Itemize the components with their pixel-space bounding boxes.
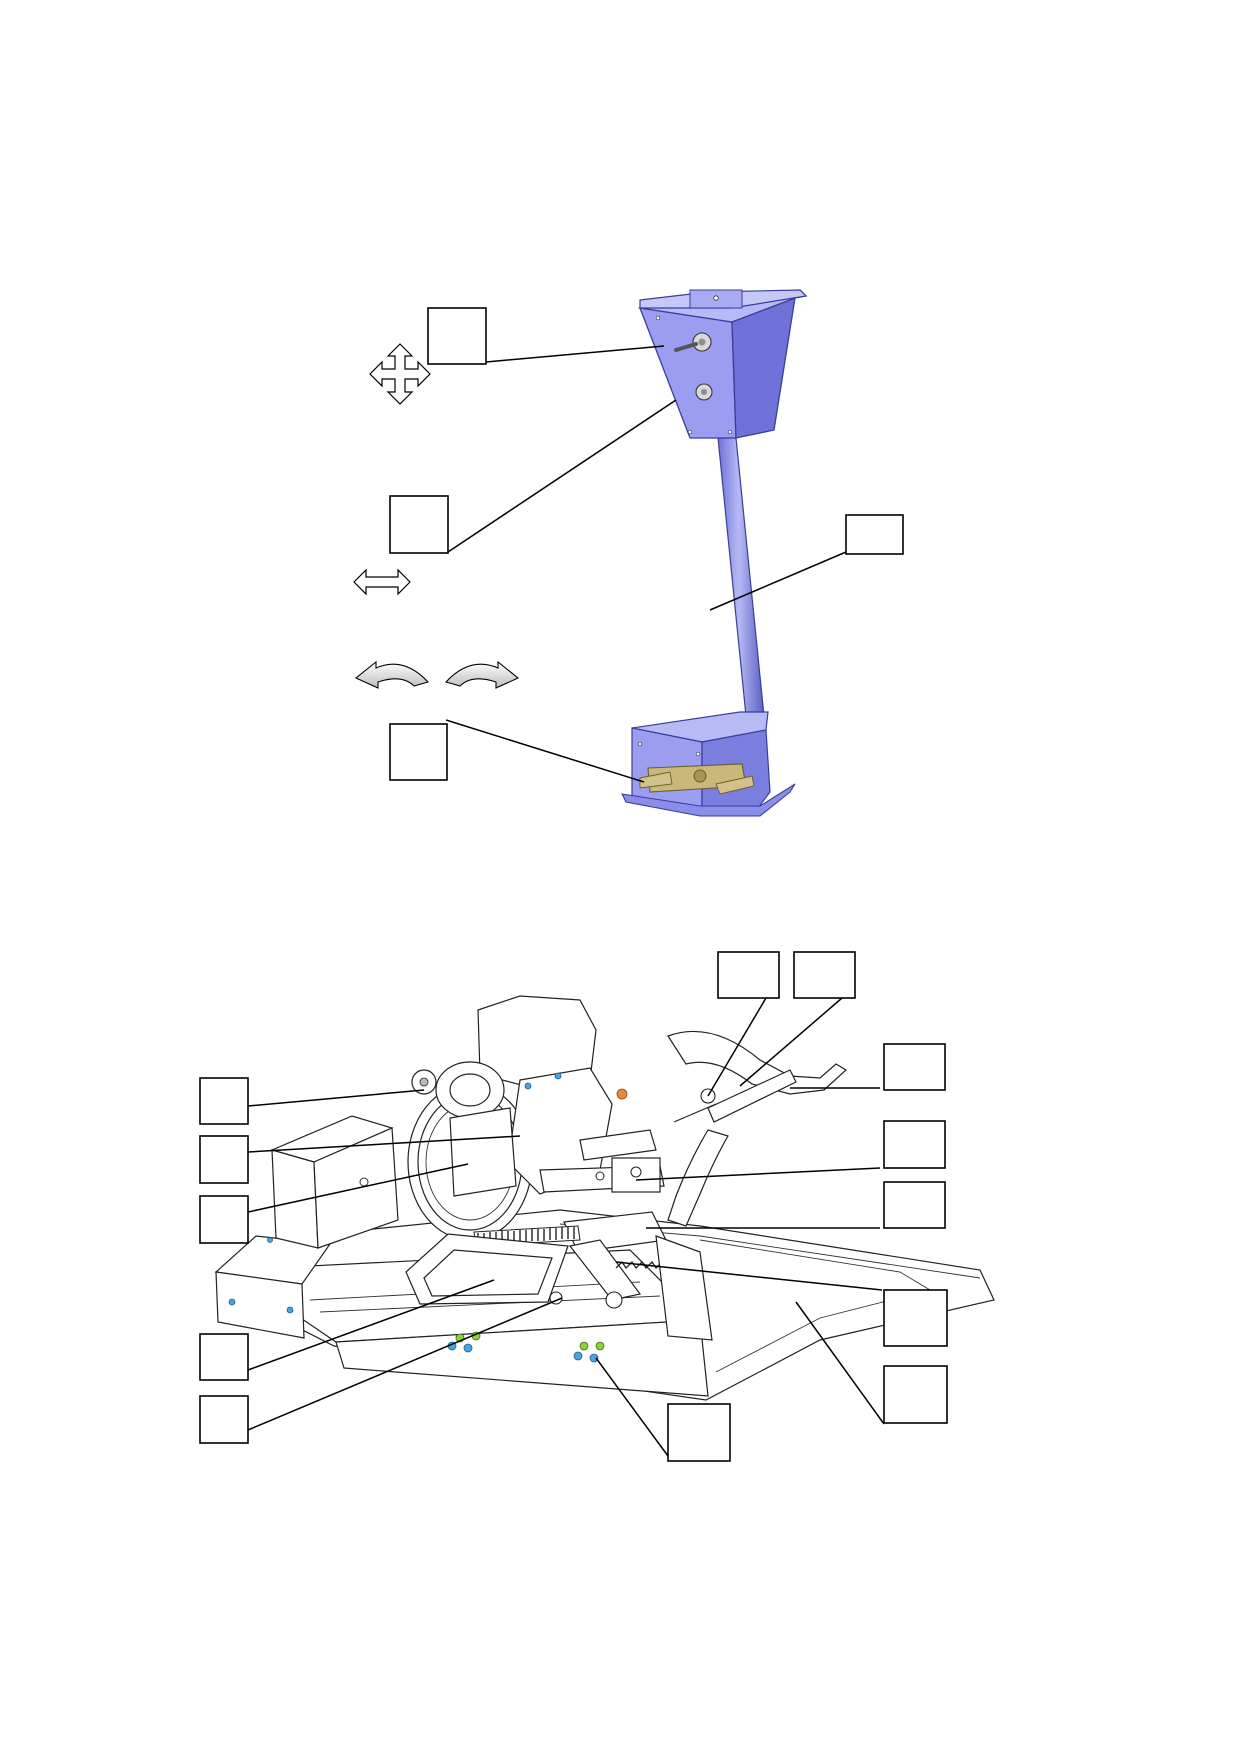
leader-top-3 <box>709 551 847 611</box>
base-screw-2 <box>695 751 701 757</box>
adjust-knob-center <box>419 1077 429 1087</box>
stand-head-box <box>637 289 808 439</box>
front-rail-groove-2 <box>319 1295 661 1313</box>
arm-link-upper <box>579 1129 657 1161</box>
arm-bolt-2 <box>595 1171 605 1181</box>
curved-handle <box>667 1030 848 1095</box>
callout-box-top-4 <box>389 723 448 781</box>
callout-box-bot-12 <box>883 1365 948 1424</box>
callout-box-bot-6 <box>717 951 780 999</box>
machine-figure <box>199 951 995 1462</box>
callout-box-bot-11 <box>883 1289 948 1347</box>
hose-tube <box>667 1129 729 1227</box>
carriage-column <box>568 1239 642 1301</box>
callout-box-bot-1 <box>199 1077 249 1125</box>
clamp-bolt <box>693 769 707 783</box>
motor-bolt <box>359 1177 369 1187</box>
lower-knob-center <box>701 389 707 395</box>
rotate-right-arrow-icon <box>444 660 520 689</box>
leader-bot-2 <box>247 1135 521 1153</box>
upper-knob-stem <box>674 342 698 352</box>
blue-fastener-7 <box>463 1343 473 1353</box>
front-rail-face <box>335 1319 709 1397</box>
callout-box-bot-9 <box>883 1120 946 1169</box>
screw-2 <box>687 429 693 435</box>
blue-fastener-2 <box>286 1306 294 1314</box>
leader-bot-4 <box>247 1279 495 1371</box>
blue-fastener-5 <box>554 1072 562 1080</box>
left-end-box-front <box>215 1271 305 1339</box>
leader-bot-1 <box>247 1089 425 1107</box>
blue-fastener-9 <box>589 1353 599 1363</box>
callout-box-bot-4 <box>199 1333 249 1381</box>
clamp-bolt-right <box>605 1291 623 1309</box>
four-way-arrow-icon <box>369 343 431 405</box>
base-screw-1 <box>637 741 643 747</box>
callout-box-top-1 <box>427 307 487 365</box>
arm-bolt-1 <box>630 1166 642 1178</box>
callout-box-top-3 <box>845 514 904 555</box>
callout-box-bot-13 <box>667 1403 731 1462</box>
callout-box-bot-5 <box>199 1395 249 1444</box>
green-fastener-3 <box>579 1341 589 1351</box>
screw-4 <box>655 315 661 321</box>
screw-1 <box>713 295 719 301</box>
leader-bot-11 <box>615 1261 883 1291</box>
blue-fastener-1 <box>228 1298 236 1306</box>
blue-fastener-8 <box>573 1351 583 1361</box>
leader-bot-6 <box>707 997 767 1097</box>
leader-top-2 <box>447 399 677 553</box>
leader-bot-12 <box>795 1301 885 1425</box>
leader-top-4 <box>445 719 645 783</box>
top-motor-cap-inner <box>449 1073 491 1107</box>
upper-knob-center <box>698 338 706 346</box>
leader-bot-7 <box>739 997 843 1087</box>
stand-pole <box>717 437 765 717</box>
leader-top-1 <box>485 345 665 363</box>
double-arrow-icon <box>353 568 411 596</box>
callout-box-bot-3 <box>199 1195 249 1244</box>
rotate-left-arrow-icon <box>354 660 430 689</box>
callout-box-bot-10 <box>883 1181 946 1229</box>
stand-base-box <box>621 711 796 817</box>
leader-bot-3 <box>247 1163 469 1213</box>
callout-box-bot-2 <box>199 1135 249 1184</box>
callout-box-top-2 <box>389 495 449 554</box>
grinding-head-cover <box>449 1107 517 1197</box>
leader-bot-9 <box>635 1167 881 1181</box>
clamp-handle-right <box>715 775 755 795</box>
leader-bot-13 <box>595 1357 669 1457</box>
blue-fastener-3 <box>267 1237 273 1243</box>
base-foot-plate <box>621 783 796 817</box>
orange-fastener-1 <box>616 1088 628 1100</box>
callout-box-bot-7 <box>793 951 856 999</box>
right-bracket <box>655 1235 713 1341</box>
clamp-handle-left <box>639 771 673 789</box>
green-fastener-4 <box>595 1341 605 1351</box>
screw-3 <box>727 429 733 435</box>
top-motor-cap <box>435 1061 505 1119</box>
head-left-face <box>638 307 737 439</box>
tray-inner <box>423 1249 553 1297</box>
stand-figure <box>353 289 904 817</box>
callout-box-bot-8 <box>883 1043 946 1091</box>
leader-bot-5 <box>247 1297 563 1431</box>
blue-fastener-4 <box>524 1082 532 1090</box>
handle-shaft <box>707 1069 797 1123</box>
